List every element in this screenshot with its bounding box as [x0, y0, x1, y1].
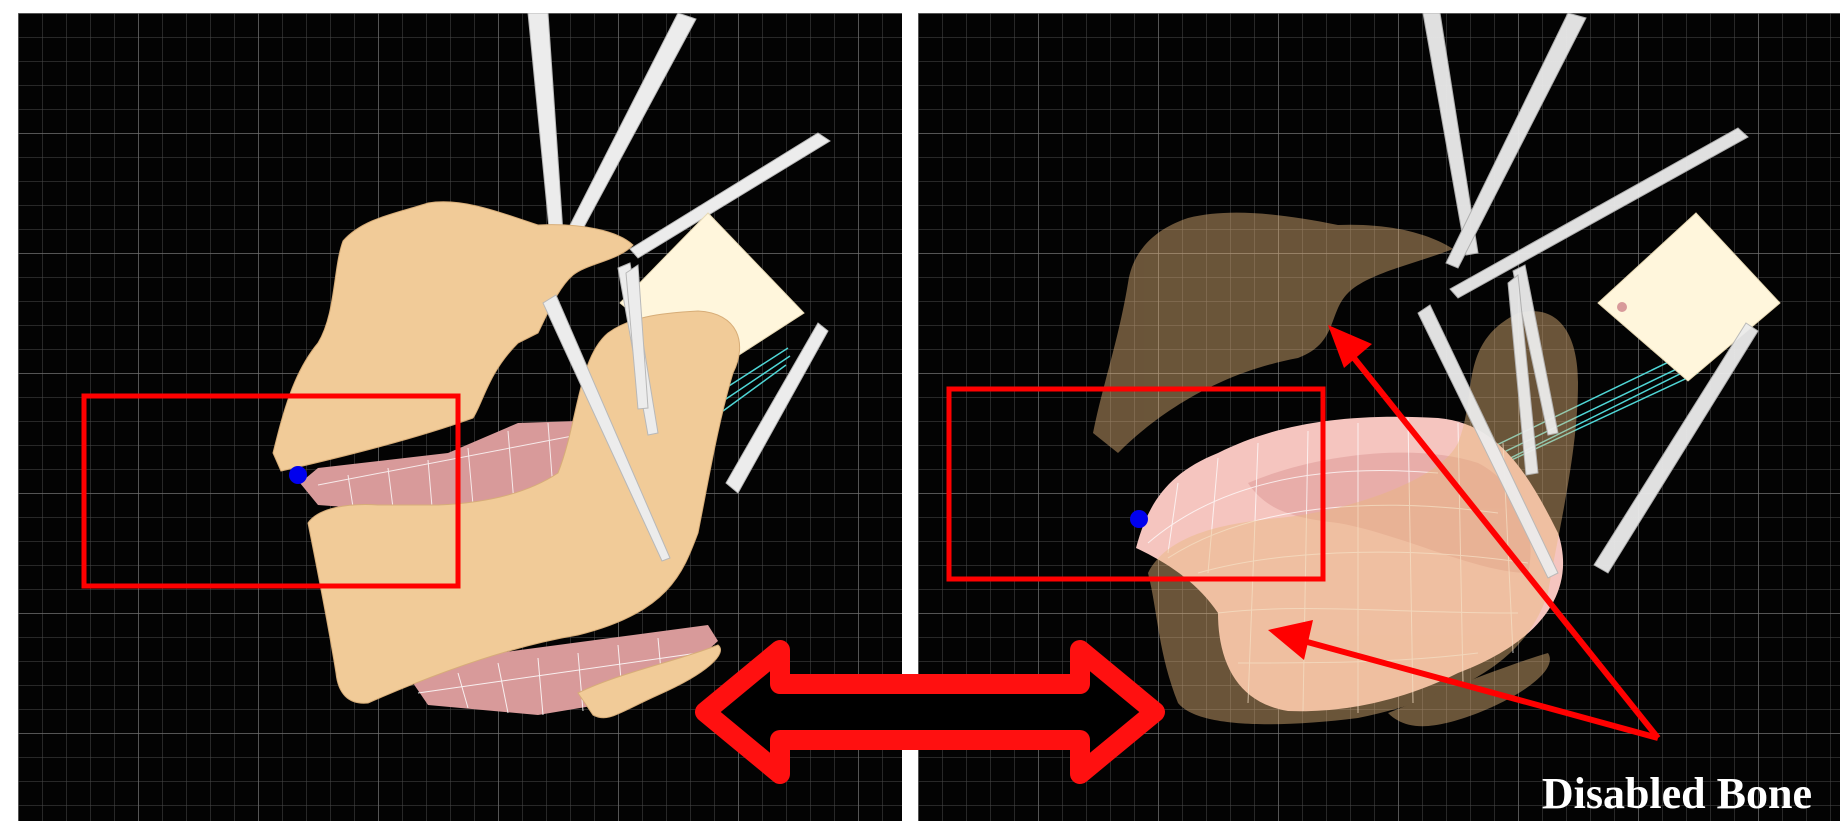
plane-point [1617, 302, 1627, 312]
panel-divider [902, 0, 918, 821]
disabled-bone-label: Disabled Bone [1542, 769, 1812, 819]
blue-marker-dot [1130, 510, 1148, 528]
reference-plane [1598, 213, 1780, 381]
viewport-left-bone-enabled[interactable] [18, 13, 902, 821]
blue-marker-dot [289, 466, 307, 484]
viewport-right-bone-disabled[interactable] [918, 13, 1840, 821]
jaw-model-scene [18, 13, 902, 821]
jaw-model-scene-disabled-bone [918, 13, 1840, 821]
